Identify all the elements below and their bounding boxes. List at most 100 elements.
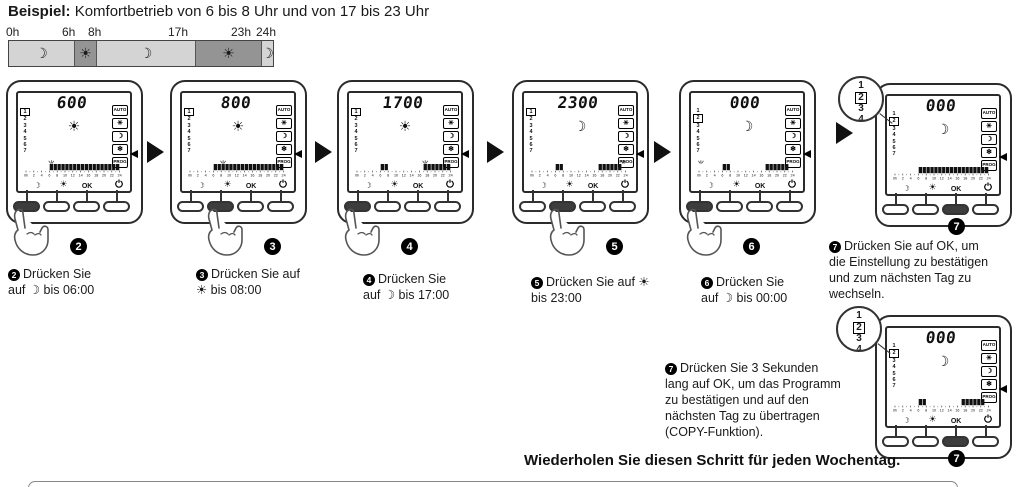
eco-mode-icon: ☽ (276, 131, 292, 142)
sun-icon: ☀ (928, 414, 937, 424)
moon-icon: ☽ (740, 118, 754, 134)
magnifier-day-4: 4 (856, 343, 862, 352)
svg-text:18: 18 (767, 174, 771, 178)
device-button-2 (43, 201, 70, 212)
timeline-segment-comfort: ☀ (196, 41, 262, 66)
button-stem (387, 190, 389, 203)
day-3: 3 (187, 122, 191, 129)
blink-cursor (620, 160, 627, 164)
svg-text:18: 18 (425, 174, 429, 178)
button-stem (955, 425, 957, 438)
display-button-labels: ☽☀OK (18, 178, 130, 191)
mode-icon-column: AUTO☀☽❄PROG (618, 105, 634, 170)
button-stem (729, 190, 731, 203)
button-stem (220, 190, 222, 203)
day-3: 3 (892, 125, 896, 132)
ok-label: OK (950, 186, 962, 193)
mode-pointer-icon (461, 150, 469, 158)
display-button-labels: ☽☀OK (524, 178, 636, 191)
svg-text:4: 4 (372, 174, 374, 178)
display-time: 600 (55, 93, 89, 112)
svg-text:4: 4 (910, 177, 912, 181)
eco-mode-icon: ☽ (443, 131, 459, 142)
next-section-border (28, 481, 958, 487)
button-stem (447, 190, 449, 203)
svg-text:18: 18 (94, 174, 98, 178)
device-button-3 (73, 201, 100, 212)
timeline-label: 24h (256, 25, 277, 39)
magnifier-day-2: 2 (838, 321, 880, 334)
svg-text:22: 22 (441, 174, 445, 178)
button-stem (417, 190, 419, 203)
device-button-1 (686, 201, 713, 212)
button-stem (26, 190, 28, 203)
day-4: 4 (529, 129, 533, 136)
day-7: 7 (187, 148, 191, 155)
step-badge-icon: 3 (196, 269, 208, 282)
button-stem (622, 190, 624, 203)
repeat-note: Wiederholen Sie diesen Schritt für jeden… (524, 452, 901, 469)
step-badge-icon: 4 (363, 274, 375, 287)
day-1: 1 (696, 108, 700, 114)
moon-icon: ☽ (539, 181, 547, 190)
mode-icon-column: AUTO☀☽❄PROG (981, 340, 997, 405)
svg-text:10: 10 (736, 174, 740, 178)
auto-mode-icon: AUTO (618, 105, 634, 116)
timeline-segment-comfort: ☀ (75, 41, 97, 66)
frost-mode-icon: ❄ (618, 144, 634, 155)
svg-text:12: 12 (235, 174, 239, 178)
svg-text:0h: 0h (355, 174, 359, 178)
device-button-3 (942, 436, 969, 447)
svg-text:24: 24 (449, 174, 453, 178)
device-button-1 (882, 204, 909, 215)
svg-text:0h: 0h (530, 174, 534, 178)
svg-text:16: 16 (955, 409, 959, 413)
button-stem (895, 425, 897, 438)
svg-text:14: 14 (752, 174, 756, 178)
day-5: 5 (696, 135, 700, 142)
svg-text:14: 14 (585, 174, 589, 178)
step-badge-icon: 6 (701, 277, 713, 290)
timeline-label: 6h (62, 25, 76, 39)
pointing-hand-icon (549, 208, 585, 256)
power-icon (621, 179, 630, 190)
svg-text:4: 4 (205, 174, 207, 178)
button-stem (895, 193, 897, 206)
day-5: 5 (187, 135, 191, 142)
eco-mode-icon: ☽ (981, 134, 997, 145)
day-5: 5 (529, 135, 533, 142)
button-stem (86, 190, 88, 203)
day-6: 6 (892, 377, 896, 384)
svg-text:6: 6 (379, 174, 381, 178)
svg-text:14: 14 (243, 174, 247, 178)
device-button-4 (776, 201, 803, 212)
svg-text:16: 16 (955, 177, 959, 181)
step-number-badge: 4 (401, 238, 418, 255)
sun-icon: ☀ (222, 45, 235, 61)
device-button-4 (972, 204, 999, 215)
power-icon (788, 179, 797, 190)
svg-text:18: 18 (258, 174, 262, 178)
svg-text:18: 18 (963, 177, 967, 181)
svg-text:2: 2 (706, 174, 708, 178)
day-7: 7 (354, 148, 358, 155)
day-1: 1 (526, 108, 536, 117)
button-stem (562, 190, 564, 203)
svg-text:0h: 0h (697, 174, 701, 178)
svg-text:2: 2 (197, 174, 199, 178)
button-stem (789, 190, 791, 203)
mode-pointer-icon (636, 150, 644, 158)
svg-text:8: 8 (729, 174, 731, 178)
comfort-mode-icon: ☀ (443, 118, 459, 129)
svg-text:24: 24 (987, 409, 991, 413)
svg-text:4: 4 (547, 174, 549, 178)
example-heading-text: Komfortbetrieb von 6 bis 8 Uhr und von 1… (70, 3, 430, 20)
day-1: 1 (892, 343, 896, 349)
